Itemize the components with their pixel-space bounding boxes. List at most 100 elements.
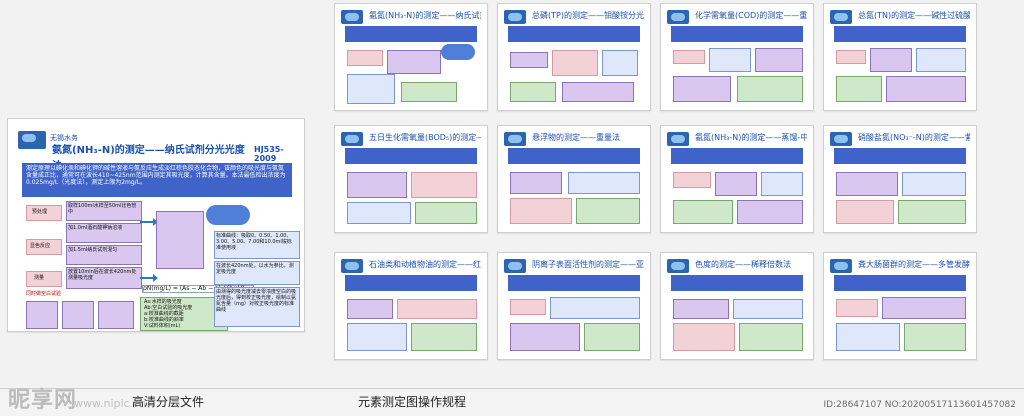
thumbnail-box — [836, 76, 882, 102]
thumbnail-box — [673, 76, 731, 102]
legend-line-5: V:试料体积(mL) — [144, 323, 181, 329]
thumbnail-box — [510, 323, 580, 351]
thumbnail-card[interactable]: 色度的测定——稀释倍数法 — [660, 252, 814, 360]
left-step-2-text: 加1.0ml酒石酸钾钠溶液 — [68, 225, 123, 231]
legend-line-2: Ab:空白试验的吸光度 — [144, 305, 193, 311]
thumbnail-card[interactable]: 氨氮(NH₃-N)的测定——纳氏试剂分光光度法 — [334, 3, 488, 111]
legend-line-1: As:水样的吸光度 — [144, 299, 182, 305]
thumbnail-box — [673, 200, 733, 224]
thumbnail-box — [562, 82, 634, 102]
thumbnail-box — [904, 323, 966, 351]
thumbnail-logo-icon — [830, 10, 852, 24]
left-label-3-text: 测量 — [34, 275, 45, 281]
thumbnail-logo-icon — [830, 132, 852, 146]
watermark-logo: 昵享网 — [8, 388, 78, 413]
thumbnail-header-bar — [671, 275, 803, 291]
thumbnail-box — [584, 323, 640, 351]
thumbnail-box — [387, 50, 441, 74]
thumbnail-title: 氨氮(NH₃-N)的测定——蒸馏-中和滴定法 — [695, 133, 807, 142]
thumbnail-box — [347, 323, 407, 351]
footer-bar — [0, 392, 1024, 416]
thumbnail-box — [733, 299, 803, 319]
left-label-2 — [26, 239, 62, 255]
thumbnail-box — [898, 200, 966, 224]
thumbnail-logo-icon — [667, 10, 689, 24]
thumbnail-card[interactable]: 总氮(TN)的测定——碱性过硫酸钾消解紫外分光光度法 — [823, 3, 977, 111]
thumbnail-box — [510, 299, 546, 315]
thumbnail-card[interactable]: 悬浮物的测定——重量法 — [497, 125, 651, 233]
thumbnail-cloud — [441, 44, 475, 60]
right-box-1 — [214, 231, 300, 259]
thumbnail-card[interactable]: 氨氮(NH₃-N)的测定——蒸馏-中和滴定法 — [660, 125, 814, 233]
thumbnail-card[interactable]: 石油类和动植物油的测定——红外分光光度法 — [334, 252, 488, 360]
thumbnail-header-bar — [834, 148, 966, 164]
thumbnail-box — [737, 76, 803, 102]
thumbnail-header-bar — [671, 26, 803, 42]
thumbnail-logo-icon — [504, 10, 526, 24]
footer-divider — [0, 388, 1024, 389]
left-step-1-text: 取样100ml水样至50ml比色管中 — [68, 203, 137, 215]
legend-line-3: a:校准曲线的截距 — [144, 311, 184, 317]
thumbnail-box — [347, 202, 411, 224]
left-step-4-text: 放置10min后在波长420nm处测量吸光度 — [68, 269, 137, 281]
thumbnail-box — [836, 299, 878, 317]
thumbnail-box — [673, 323, 735, 351]
thumbnail-box — [347, 74, 395, 104]
bottom-left-box-1 — [26, 301, 58, 329]
brand-logo-text: 无锡水务 — [50, 134, 78, 142]
thumbnail-box — [882, 297, 966, 319]
thumbnail-box — [347, 172, 407, 198]
thumbnail-box — [755, 48, 803, 72]
left-label-1 — [26, 205, 62, 221]
arrow-to-middle — [140, 218, 158, 226]
thumbnail-logo-icon — [341, 259, 363, 273]
thumbnail-box — [761, 172, 803, 196]
thumbnail-title: 总氮(TN)的测定——碱性过硫酸钾消解紫外分光光度法 — [858, 11, 970, 20]
thumbnail-logo-icon — [341, 132, 363, 146]
thumbnail-header-bar — [508, 275, 640, 291]
thumbnail-card[interactable]: 化学需氧量(COD)的测定——重铬酸盐法 — [660, 3, 814, 111]
thumbnail-box — [916, 48, 966, 72]
left-step-2 — [66, 223, 142, 243]
thumbnail-card[interactable]: 硝酸盐氮(NO₃⁻-N)的测定——紫外分光光度法 — [823, 125, 977, 233]
thumbnail-card[interactable]: 五日生化需氧量(BOD₅)的测定——稀释与接种法 — [334, 125, 488, 233]
thumbnail-logo-icon — [830, 259, 852, 273]
thumbnail-box — [737, 200, 803, 224]
thumbnail-box — [836, 200, 894, 224]
thumbnail-box — [347, 50, 383, 66]
center-caption: 元素测定图操作规程 — [358, 395, 467, 409]
right-box-2 — [214, 261, 300, 285]
thumbnail-header-bar — [345, 275, 477, 291]
thumbnail-box — [886, 76, 966, 102]
left-caption: 高清分层文件 — [132, 395, 205, 409]
main-preview-card: 无锡水务 氨氮(NH₃-N)的测定——纳氏试剂分光光度法 HJ535-2009 … — [7, 118, 305, 332]
thumbnail-header-bar — [345, 148, 477, 164]
intro-text: 测定原理以碘化汞和碘化钾的碱性溶液与氨反应生成淡红棕色胶态化合物，该颜色的吸光度… — [26, 165, 286, 186]
thumbnail-box — [401, 82, 457, 102]
thumbnail-title: 悬浮物的测定——重量法 — [532, 133, 620, 142]
thumbnail-card[interactable]: 阴离子表面活性剂的测定——亚甲蓝分光光度法 — [497, 252, 651, 360]
thumbnail-box — [709, 48, 751, 72]
left-label-1-text: 预处理 — [32, 209, 48, 215]
thumbnail-box — [673, 50, 705, 64]
watermark-site: www.nipic.cn — [74, 397, 147, 410]
bottom-left-box-3 — [98, 301, 134, 329]
thumbnail-box — [836, 323, 900, 351]
thumbnail-card[interactable]: 粪大肠菌群的测定——多管发酵法 — [823, 252, 977, 360]
thumbnail-box — [552, 50, 598, 76]
thumbnail-box — [411, 172, 477, 198]
left-label-2-text: 显色反应 — [30, 243, 51, 249]
thumbnail-title: 硝酸盐氮(NO₃⁻-N)的测定——紫外分光光度法 — [858, 133, 970, 142]
thumbnail-box — [510, 52, 548, 68]
thumbnail-box — [347, 299, 393, 319]
thumbnail-box — [568, 172, 640, 194]
thumbnail-box — [836, 50, 866, 64]
thumbnail-logo-icon — [667, 132, 689, 146]
thumbnail-logo-icon — [341, 10, 363, 24]
thumbnail-card[interactable]: 总磷(TP)的测定——钼酸铵分光光度法 — [497, 3, 651, 111]
arrow-to-formula — [140, 274, 158, 282]
legend-line-4: b:校准曲线的斜率 — [144, 317, 184, 323]
footer-id: ID:28647107 NO:20200517113601457082 — [823, 400, 1017, 410]
thumbnail-title: 总磷(TP)的测定——钼酸铵分光光度法 — [532, 11, 644, 20]
thumbnail-header-bar — [834, 275, 966, 291]
